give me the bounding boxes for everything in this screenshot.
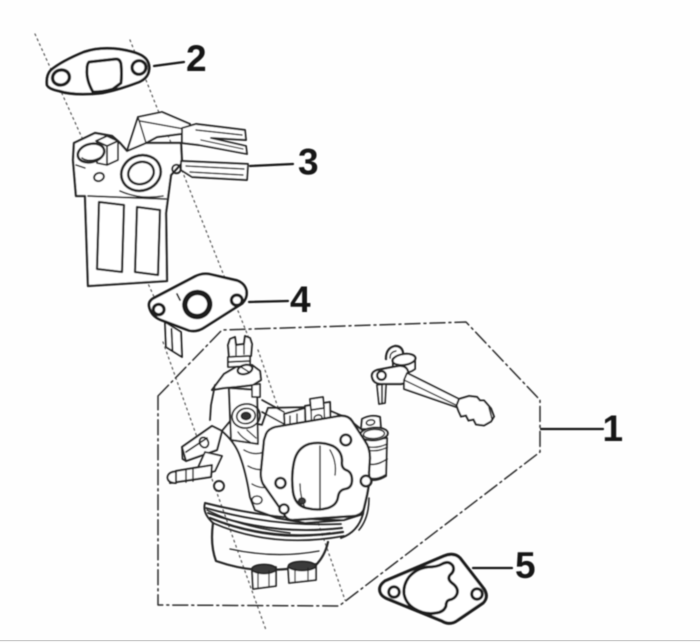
svg-text:1: 1: [603, 408, 624, 449]
svg-text:2: 2: [186, 38, 207, 79]
svg-text:4: 4: [290, 279, 311, 320]
svg-text:3: 3: [298, 142, 319, 183]
svg-text:5: 5: [515, 545, 536, 586]
